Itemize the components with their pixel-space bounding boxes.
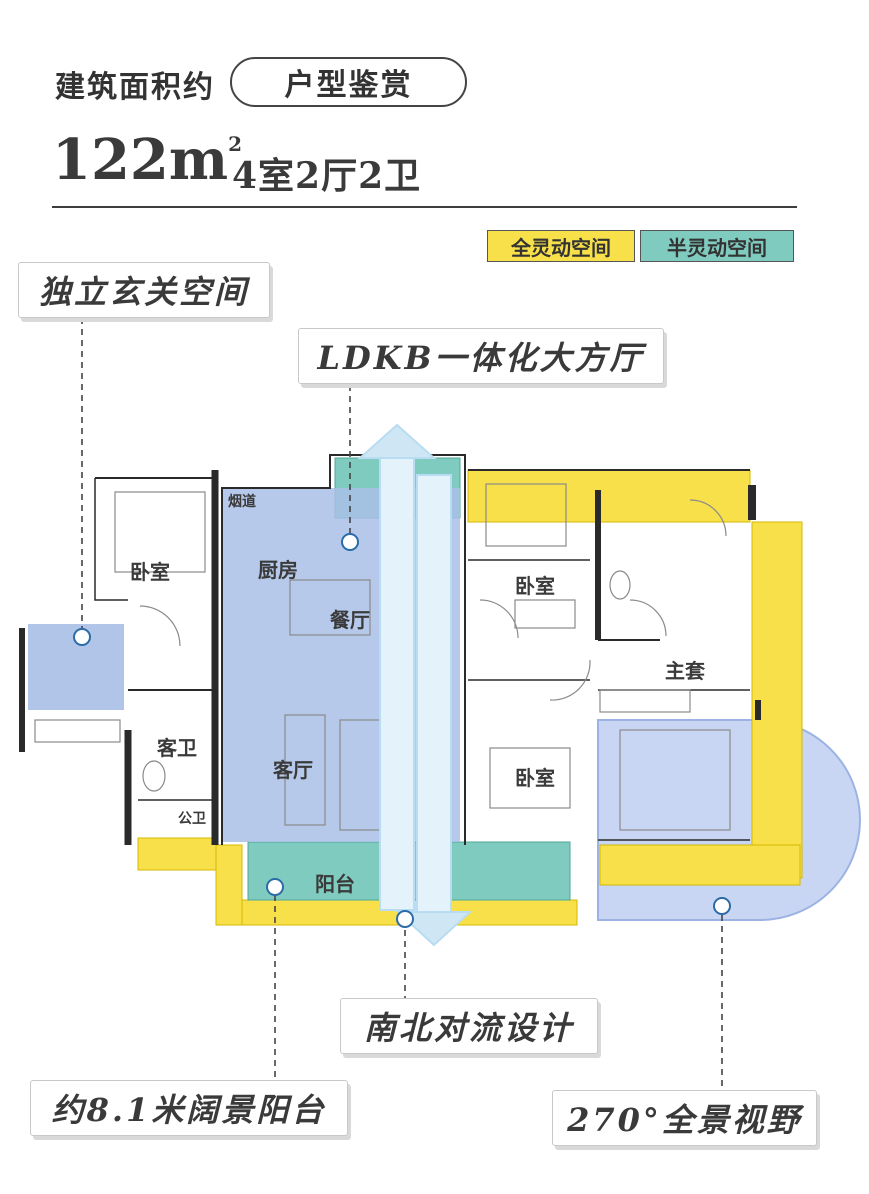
- header-divider: [52, 206, 797, 208]
- room-bedroom-ne: 卧室: [515, 574, 555, 598]
- room-bedroom-se: 卧室: [515, 766, 555, 790]
- legend-full-flex: 全灵动空间: [487, 230, 635, 262]
- balcony-marker: [266, 878, 284, 896]
- area-unit-superscript: 2: [228, 132, 243, 156]
- walls: [19, 454, 761, 845]
- room-living: 客厅: [273, 758, 313, 782]
- foyer-marker: [73, 628, 91, 646]
- room-bedroom-nw: 卧室: [130, 560, 170, 584]
- room-public-bath: 公卫: [178, 811, 206, 827]
- room-kitchen: 厨房: [258, 558, 298, 582]
- leader-lines: [81, 318, 723, 1090]
- callout-ventilation: 南北对流设计: [340, 998, 598, 1054]
- ldkb-marker: [341, 533, 359, 551]
- room-balcony: 阳台: [315, 872, 355, 896]
- callout-view: 270°全景视野: [552, 1090, 817, 1146]
- callout-balcony: 约8.1米阔景阳台: [30, 1080, 348, 1136]
- room-flue: 烟道: [228, 494, 256, 510]
- area-number: 122m: [52, 127, 229, 193]
- view-arc: [597, 719, 861, 921]
- floorplan-tag: 户型鉴赏: [230, 57, 467, 107]
- legend-semi-flex: 半灵动空间: [640, 230, 794, 262]
- area-value: 122m2: [52, 128, 242, 204]
- area-prefix: 建筑面积约: [55, 70, 215, 105]
- view-marker: [713, 897, 731, 915]
- ventilation-marker: [396, 910, 414, 928]
- room-count: 4室2厅2卫: [232, 155, 422, 197]
- ventilation-arrow: [357, 423, 473, 947]
- callout-ldkb: LDKB一体化大方厅: [298, 328, 664, 384]
- room-guest-bath: 客卫: [157, 736, 197, 760]
- room-master-suite: 主套: [665, 659, 705, 683]
- room-dining: 餐厅: [330, 608, 370, 632]
- callout-foyer: 独立玄关空间: [18, 262, 270, 318]
